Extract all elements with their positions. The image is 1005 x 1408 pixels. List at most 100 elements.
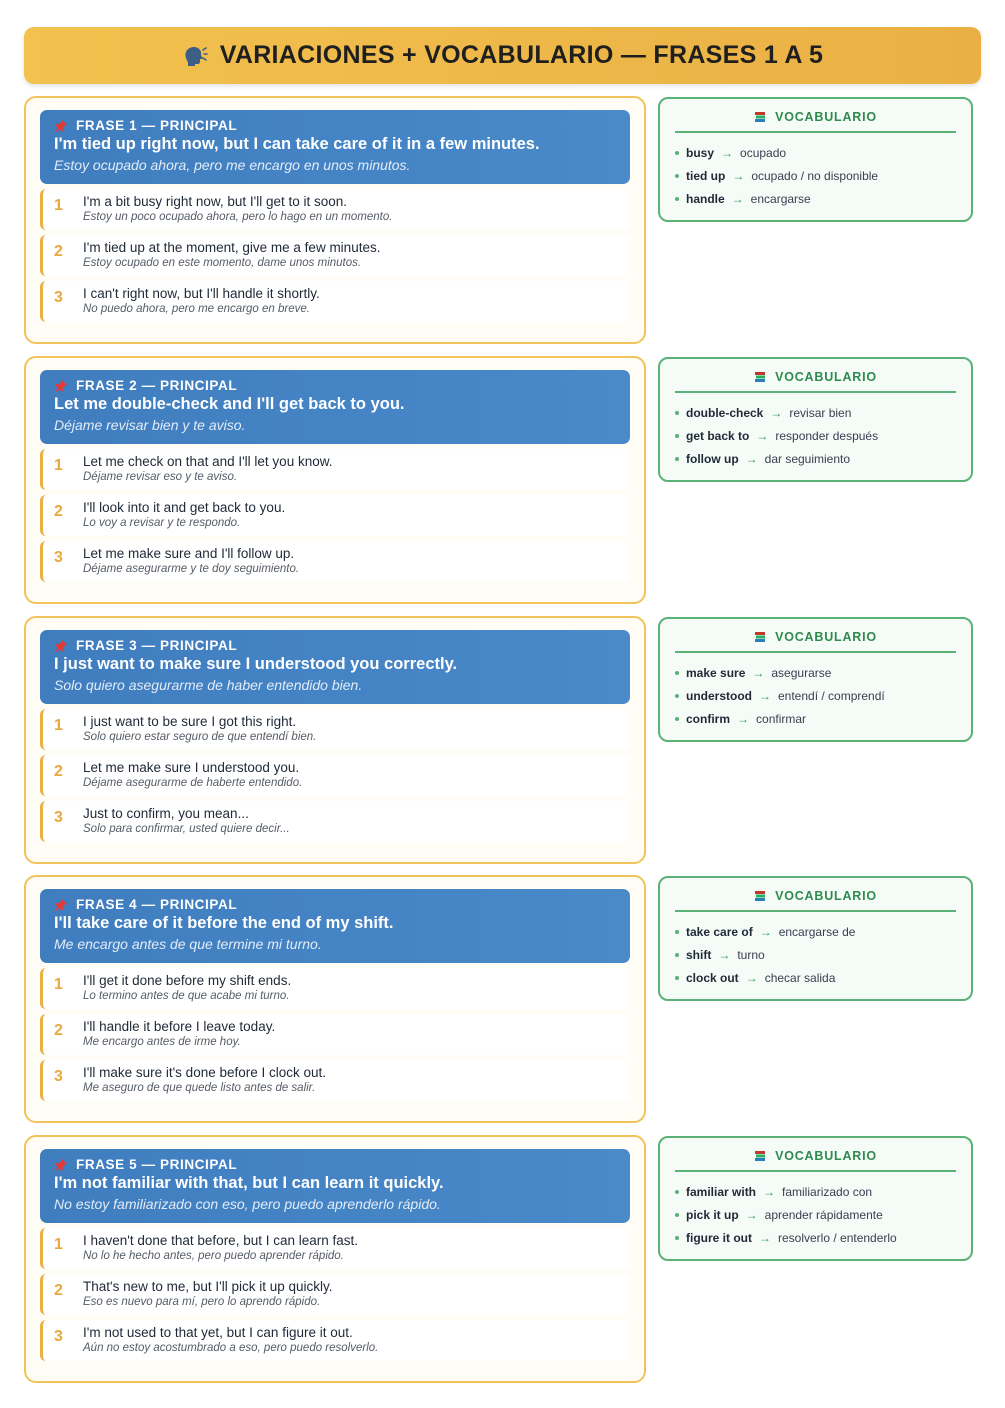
vocab-term: clock out xyxy=(686,970,739,985)
main-phrase-english: I just want to make sure I understood yo… xyxy=(54,655,458,673)
vocab-term: follow up xyxy=(686,451,739,466)
vocab-meaning: encargarse xyxy=(750,191,811,206)
vocab-term: make sure xyxy=(686,665,746,680)
variation-spanish: Lo voy a revisar y te respondo. xyxy=(83,517,241,529)
variation-number: 3 xyxy=(54,809,63,826)
variation-number: 2 xyxy=(54,503,63,520)
arrow-icon: → xyxy=(731,191,744,206)
arrow-icon: → xyxy=(718,947,731,962)
main-phrase-english: I'm not familiar with that, but I can le… xyxy=(54,1174,444,1192)
vocab-term: handle xyxy=(686,191,725,206)
vocab-list: take care of→encargarse de shift→turno c… xyxy=(675,920,956,989)
variation-number: 2 xyxy=(54,1022,63,1039)
variation-number: 2 xyxy=(54,243,63,260)
pushpin-icon xyxy=(55,1158,67,1171)
variation-english: I'm a bit busy right now, but I'll get t… xyxy=(83,194,348,209)
vocab-card-5: VOCABULARIO familiar with→familiarizado … xyxy=(658,1136,973,1261)
vocab-list: make sure→asegurarse understood→entendí … xyxy=(675,661,956,730)
variation-number: 1 xyxy=(54,197,63,214)
vocab-item: confirm→confirmar xyxy=(675,707,956,730)
phrase-label: FRASE 3 — PRINCIPAL xyxy=(76,638,238,653)
pushpin-icon xyxy=(55,898,67,911)
vocab-term: take care of xyxy=(686,924,753,939)
main-phrase: FRASE 3 — PRINCIPAL I just want to make … xyxy=(40,630,630,704)
pushpin-icon xyxy=(55,379,67,392)
variation-english: I can't right now, but I'll handle it sh… xyxy=(83,286,320,301)
variation-item: 3 I can't right now, but I'll handle it s… xyxy=(40,281,630,322)
vocab-item: pick it up → aprender rápidamente xyxy=(675,1203,956,1226)
phrase-card-5: FRASE 5 — PRINCIPAL I'm not familiar wit… xyxy=(24,1135,646,1383)
variation-english: I'm not used to that yet, but I can figu… xyxy=(83,1325,353,1340)
pushpin-icon xyxy=(55,119,67,132)
vocab-card-1: VOCABULARIO busy→ocupado tied up→ocupado… xyxy=(658,97,973,222)
books-icon xyxy=(755,891,766,901)
variation-english: That's new to me, but I'll pick it up qu… xyxy=(83,1279,333,1294)
bullet-icon xyxy=(675,456,679,461)
bullet-icon xyxy=(675,410,679,415)
vocab-term: familiar with xyxy=(686,1184,757,1199)
variation-spanish: Déjame revisar eso y te aviso. xyxy=(83,471,238,483)
main-phrase-spanish: Solo quiero asegurarme de haber entendid… xyxy=(54,677,363,693)
variation-english: I'll handle it before I leave today. xyxy=(83,1019,276,1034)
arrow-icon: → xyxy=(732,168,745,183)
vocab-item: understood→entendí / comprendí xyxy=(675,684,956,707)
vocab-term: understood xyxy=(686,688,752,703)
arrow-icon: → xyxy=(745,1207,758,1222)
vocab-card-2: VOCABULARIO double-check→revisar bien ge… xyxy=(658,357,973,482)
vocab-list: familiar with→familiarizado con pick it … xyxy=(675,1180,956,1249)
variation-spanish: No puedo ahora, pero me encargo en breve… xyxy=(83,303,310,315)
books-icon xyxy=(755,1151,766,1161)
bullet-icon xyxy=(675,693,679,698)
variation-item: 3 I'm not used to that yet, but I can fig… xyxy=(40,1320,630,1361)
divider xyxy=(675,651,956,653)
pushpin-icon xyxy=(55,639,67,652)
arrow-icon: → xyxy=(759,1230,771,1245)
variation-spanish: No lo he hecho antes, pero puedo aprende… xyxy=(83,1250,344,1262)
vocab-meaning: aprender rápidamente xyxy=(764,1207,883,1222)
variation-spanish: Me aseguro de que quede listo antes de s… xyxy=(83,1082,316,1094)
divider xyxy=(675,1170,956,1172)
variation-number: 3 xyxy=(54,1328,63,1345)
vocab-meaning: turno xyxy=(737,947,765,962)
variation-number: 2 xyxy=(54,1282,63,1299)
phrase-label: FRASE 2 — PRINCIPAL xyxy=(76,378,238,393)
variation-spanish: Eso es nuevo para mí, pero lo aprendo rá… xyxy=(83,1296,321,1308)
main-phrase: FRASE 2 — PRINCIPAL Let me double-check … xyxy=(40,370,630,444)
variation-spanish: Solo quiero estar seguro de que entendí … xyxy=(83,731,317,743)
arrow-icon: → xyxy=(763,1184,776,1199)
phrase-card-2: FRASE 2 — PRINCIPAL Let me double-check … xyxy=(24,356,646,604)
variation-english: Let me make sure I understood you. xyxy=(83,760,300,775)
vocab-title: VOCABULARIO xyxy=(775,889,877,903)
vocab-list: double-check→revisar bien get back to→re… xyxy=(675,401,956,470)
variation-number: 2 xyxy=(54,763,63,780)
variation-english: I haven't done that before, but I can le… xyxy=(83,1233,359,1248)
main-phrase-spanish: Estoy ocupado ahora, pero me encargo en … xyxy=(54,157,411,173)
arrow-icon: → xyxy=(745,451,758,466)
arrow-icon: → xyxy=(756,428,769,443)
phrase-card-3: FRASE 3 — PRINCIPAL I just want to make … xyxy=(24,616,646,864)
variation-number: 3 xyxy=(54,289,63,306)
main-phrase: FRASE 1 — PRINCIPAL I'm tied up right no… xyxy=(40,110,630,184)
variation-number: 3 xyxy=(54,549,63,566)
vocab-term: pick it up xyxy=(686,1207,739,1222)
variation-spanish: Lo termino antes de que acabe mi turno. xyxy=(83,990,290,1002)
bullet-icon xyxy=(675,670,679,675)
vocab-term: get back to xyxy=(686,428,750,443)
main-phrase: FRASE 4 — PRINCIPAL I'll take care of it… xyxy=(40,889,630,963)
vocab-item: take care of→encargarse de xyxy=(675,920,956,943)
vocab-item: handle → encargarse xyxy=(675,187,956,210)
vocab-meaning: revisar bien xyxy=(789,405,852,420)
main-phrase-spanish: No estoy familiarizado con eso, pero pue… xyxy=(54,1196,441,1212)
arrow-icon: → xyxy=(770,405,783,420)
variation-number: 1 xyxy=(54,1236,63,1253)
vocab-meaning: ocupado xyxy=(740,145,787,160)
vocab-title: VOCABULARIO xyxy=(775,370,877,384)
vocab-card-4: VOCABULARIO take care of→encargarse de s… xyxy=(658,876,973,1001)
variation-number: 3 xyxy=(54,1068,63,1085)
